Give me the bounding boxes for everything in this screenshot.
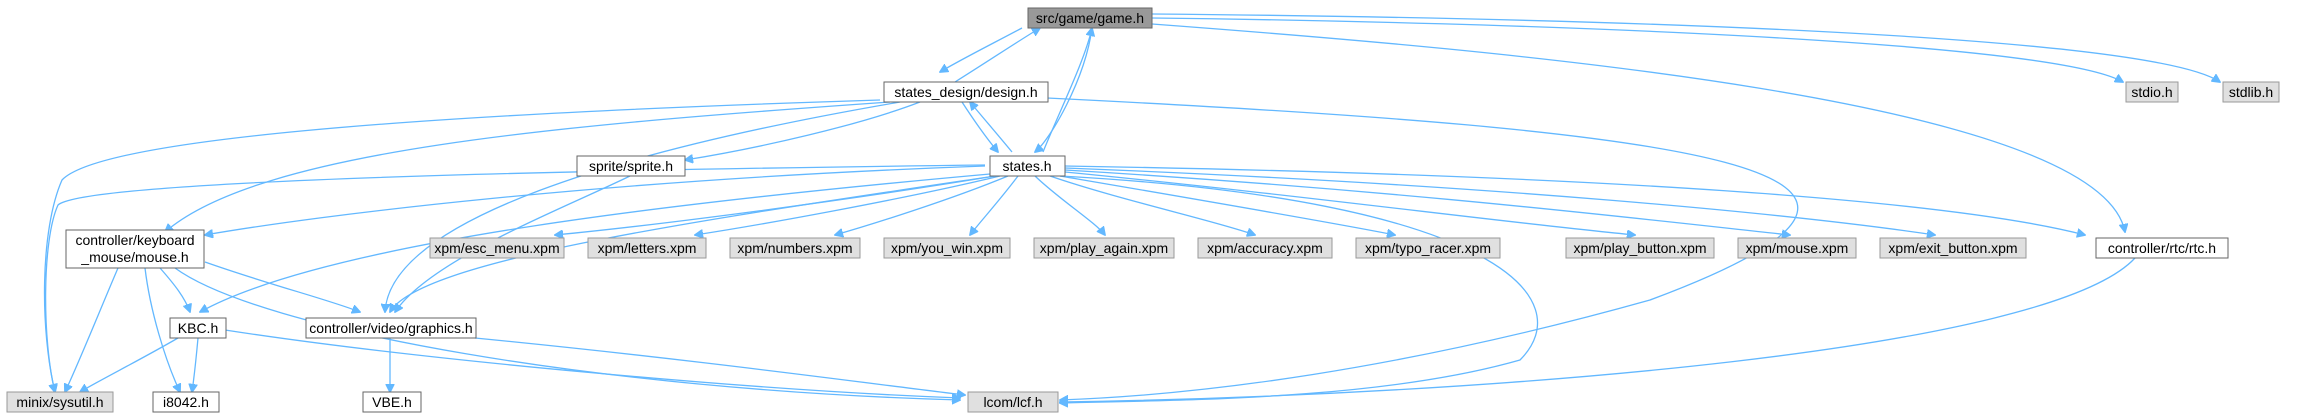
edge-states-to-exitbutton — [1064, 167, 1935, 235]
node-label: KBC.h — [178, 320, 218, 336]
node-label: VBE.h — [372, 394, 412, 410]
edge-states-to-mouse — [205, 165, 986, 235]
node-play-button[interactable]: xpm/play_button.xpm — [1565, 237, 1715, 259]
node-design[interactable]: states_design/design.h — [883, 81, 1049, 103]
node-label: xpm/accuracy.xpm — [1207, 240, 1323, 256]
node-label: xpm/numbers.xpm — [737, 240, 852, 256]
edge-mouse-to-lcf — [174, 267, 960, 400]
edge-mouse-to-i8042 — [144, 267, 180, 392]
edge-mouse-to-sysutil — [65, 267, 119, 392]
node-esc-menu[interactable]: xpm/esc_menu.xpm — [429, 237, 565, 259]
node-vbe[interactable]: VBE.h — [362, 391, 422, 413]
node-label: states.h — [1002, 158, 1051, 174]
node-typo-racer[interactable]: xpm/typo_racer.xpm — [1355, 237, 1501, 259]
node-kbc[interactable]: KBC.h — [169, 317, 227, 339]
node-label: xpm/you_win.xpm — [891, 240, 1003, 256]
edge-states-to-rtc — [1064, 165, 2085, 235]
node-label: states_design/design.h — [894, 84, 1037, 100]
node-exit-button[interactable]: xpm/exit_button.xpm — [1879, 237, 2027, 259]
node-label-line2: _mouse/mouse.h — [80, 249, 188, 265]
edge-states-to-accuracy — [1049, 175, 1255, 235]
node-label: sprite/sprite.h — [589, 158, 673, 174]
node-you-win[interactable]: xpm/you_win.xpm — [883, 237, 1011, 259]
node-label: stdlib.h — [2229, 84, 2273, 100]
node-sprite[interactable]: sprite/sprite.h — [576, 155, 686, 177]
edge-mouse-to-kbc — [159, 267, 190, 312]
node-label: xpm/letters.xpm — [598, 240, 697, 256]
edge-kbc-to-lcf — [224, 329, 960, 398]
edge-states-to-esc — [555, 175, 996, 235]
edges — [43, 13, 2221, 403]
node-label: xpm/play_button.xpm — [1573, 240, 1706, 256]
edge-game-to-design — [940, 27, 1023, 72]
edge-kbc-to-i8042 — [192, 337, 199, 392]
node-label: xpm/exit_button.xpm — [1888, 240, 2017, 256]
node-label: xpm/typo_racer.xpm — [1365, 240, 1491, 256]
edge-states-to-design — [970, 102, 1013, 153]
edge-kbc-to-sysutil — [80, 337, 179, 392]
node-label: controller/rtc/rtc.h — [2108, 240, 2216, 256]
edge-design-to-graphics — [385, 101, 901, 312]
node-lcf[interactable]: lcom/lcf.h — [967, 391, 1059, 413]
node-label: i8042.h — [163, 394, 209, 410]
node-label: minix/sysutil.h — [16, 394, 103, 410]
edge-states-to-typo — [1059, 175, 1395, 235]
node-play-again[interactable]: xpm/play_again.xpm — [1033, 237, 1175, 259]
edge-design-to-game — [954, 28, 1040, 83]
edge-states-to-youwin — [970, 175, 1019, 235]
edge-graphics-to-lcf — [474, 337, 965, 395]
node-label: controller/video/graphics.h — [309, 320, 472, 336]
edge-states-to-lcf — [1060, 175, 1539, 403]
edge-game-to-rtc — [1151, 23, 2125, 232]
node-numbers[interactable]: xpm/numbers.xpm — [729, 237, 861, 259]
edge-game-to-stdio — [1151, 17, 2123, 82]
node-i8042[interactable]: i8042.h — [152, 391, 220, 413]
edge-states-to-playbutton — [1064, 171, 1635, 235]
edge-states-to-mousexpm — [1064, 169, 1790, 235]
edge-states-to-playagain — [1034, 175, 1105, 235]
node-label: lcom/lcf.h — [983, 394, 1042, 410]
node-mouse-xpm[interactable]: xpm/mouse.xpm — [1737, 237, 1857, 259]
node-accuracy[interactable]: xpm/accuracy.xpm — [1197, 237, 1333, 259]
edge-game-to-states — [1035, 27, 1093, 152]
node-letters[interactable]: xpm/letters.xpm — [587, 237, 707, 259]
edge-design-to-sprite — [685, 101, 921, 160]
edge-states-to-game — [1042, 28, 1092, 153]
node-label: src/game/game.h — [1036, 10, 1144, 26]
edge-design-to-mouse — [165, 101, 891, 232]
node-states[interactable]: states.h — [989, 155, 1066, 177]
nodes: src/game/game.h states_design/design.h s… — [6, 7, 2280, 413]
node-game[interactable]: src/game/game.h — [1027, 7, 1153, 29]
edge-game-to-stdlib — [1151, 13, 2220, 82]
edge-design-to-sysutil — [43, 99, 881, 392]
node-label: xpm/mouse.xpm — [1746, 240, 1849, 256]
edge-mouse-to-graphics — [204, 261, 360, 312]
node-mouse[interactable]: controller/keyboard _mouse/mouse.h — [65, 229, 205, 269]
edge-rtc-to-lcf — [1060, 257, 2136, 402]
node-label-line1: controller/keyboard — [75, 232, 194, 248]
node-sysutil[interactable]: minix/sysutil.h — [6, 391, 114, 413]
edge-states-to-letters — [695, 175, 1001, 235]
edge-sprite-to-graphics — [395, 175, 631, 312]
node-rtc[interactable]: controller/rtc/rtc.h — [2095, 237, 2229, 259]
edge-states-to-numbers — [835, 175, 1009, 235]
node-graphics[interactable]: controller/video/graphics.h — [305, 317, 477, 339]
node-stdio[interactable]: stdio.h — [2125, 81, 2179, 103]
node-label: xpm/play_again.xpm — [1040, 240, 1168, 256]
node-stdlib[interactable]: stdlib.h — [2222, 81, 2280, 103]
node-label: stdio.h — [2131, 84, 2172, 100]
node-label: xpm/esc_menu.xpm — [434, 240, 559, 256]
edge-design-to-states — [961, 101, 998, 152]
